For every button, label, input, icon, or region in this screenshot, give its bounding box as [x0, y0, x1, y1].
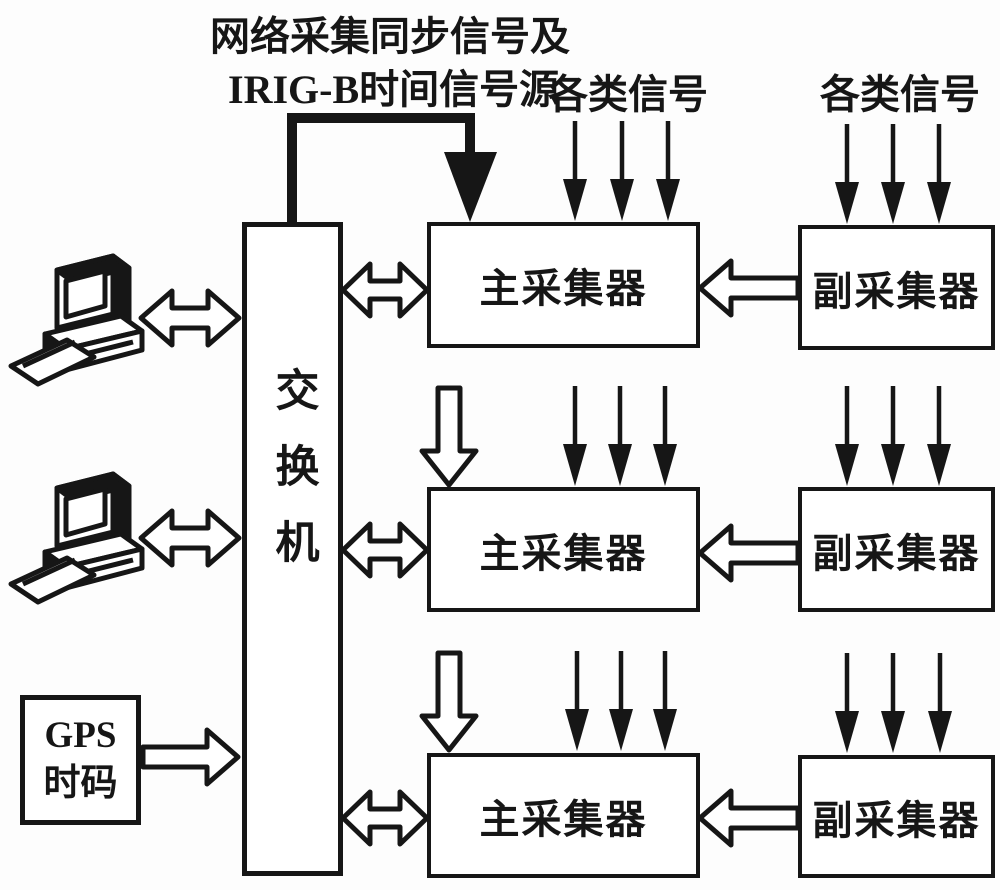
main-collector-box-3: 主采集器 — [427, 753, 700, 878]
main-collector-label-1: 主采集器 — [480, 256, 648, 314]
signal-arrows-main-2 — [563, 386, 677, 486]
gps-to-switch-arrow — [143, 730, 238, 784]
irig-b-feed-line — [292, 118, 497, 224]
sync-source-label-line2: IRIG-B时间信号源 — [228, 57, 559, 115]
main-collector-label-2: 主采集器 — [480, 521, 648, 579]
bidir-arrow-pc2-switch — [141, 511, 239, 565]
secondary-collector-label-3: 副采集器 — [813, 788, 981, 846]
signals-label-right: 各类信号 — [820, 62, 980, 120]
switch-label: 交换机 — [271, 367, 315, 595]
secondary-to-main-arrow-3 — [700, 791, 798, 845]
secondary-to-main-arrow-2 — [700, 526, 798, 580]
main-collector-label-3: 主采集器 — [480, 787, 648, 845]
bidir-arrow-switch-main-2 — [343, 524, 427, 576]
signal-arrows-secondary-2 — [835, 386, 951, 486]
signals-label-left: 各类信号 — [548, 62, 708, 120]
secondary-collector-label-2: 副采集器 — [813, 521, 981, 579]
desktop-computer-icon-1 — [11, 256, 142, 384]
bidir-arrow-switch-main-3 — [343, 792, 427, 844]
desktop-computer-icon-2 — [11, 474, 142, 602]
switch-box: 交换机 — [242, 222, 343, 876]
bidir-arrow-switch-main-1 — [343, 264, 427, 316]
main-collector-box-2: 主采集器 — [427, 487, 700, 612]
sync-source-label-line1: 网络采集同步信号及 — [210, 4, 570, 62]
secondary-collector-box-3: 副采集器 — [798, 755, 995, 878]
signal-arrows-main-3 — [565, 651, 677, 751]
secondary-collector-box-2: 副采集器 — [798, 487, 995, 612]
gps-label-line1: GPS — [45, 713, 117, 759]
secondary-collector-label-1: 副采集器 — [813, 259, 981, 317]
bidir-arrow-pc1-switch — [141, 291, 239, 345]
secondary-collector-box-1: 副采集器 — [798, 225, 995, 350]
main-collector-box-1: 主采集器 — [427, 222, 700, 348]
secondary-to-main-arrow-1 — [700, 261, 798, 315]
signal-arrows-secondary-1 — [835, 124, 951, 224]
signal-arrows-main-1 — [563, 121, 680, 221]
gps-label-line2: 时码 — [44, 761, 118, 807]
sync-down-arrow-row2 — [422, 388, 476, 485]
signal-arrows-secondary-3 — [835, 653, 952, 753]
sync-down-arrow-row3 — [422, 653, 476, 750]
gps-timecode-box: GPS 时码 — [20, 695, 141, 825]
